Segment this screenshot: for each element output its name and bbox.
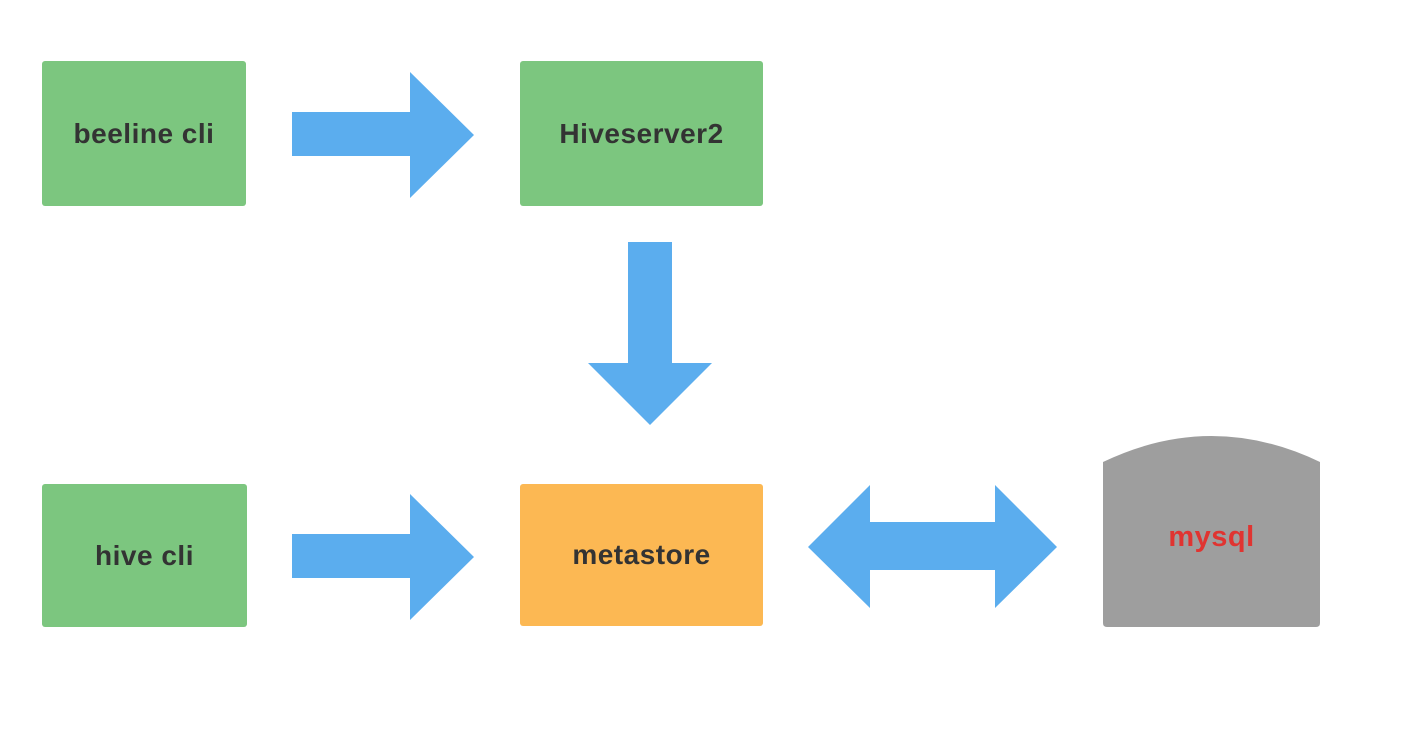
arrow-beeline-to-hiveserver2 <box>292 72 474 198</box>
right-arrow-icon <box>292 494 474 620</box>
down-arrow-icon <box>588 242 712 425</box>
database-shape-icon <box>1103 436 1320 627</box>
node-hiveserver2: Hiveserver2 <box>520 61 763 206</box>
node-beeline-cli-label: beeline cli <box>73 117 215 149</box>
node-hiveserver2-label: Hiveserver2 <box>559 117 724 149</box>
node-hive-cli-label: hive cli <box>95 539 194 571</box>
node-hive-cli: hive cli <box>42 484 247 627</box>
node-metastore-label: metastore <box>572 539 711 570</box>
node-mysql: mysql <box>1103 436 1320 627</box>
arrow-hiveserver2-to-metastore <box>588 242 712 425</box>
node-metastore: metastore <box>520 484 763 626</box>
arrow-metastore-mysql-bidirectional <box>808 485 1057 608</box>
double-arrow-icon <box>808 485 1057 608</box>
node-mysql-label: mysql <box>1168 521 1255 553</box>
arrow-hivecli-to-metastore <box>292 494 474 620</box>
right-arrow-icon <box>292 72 474 198</box>
node-beeline-cli: beeline cli <box>42 61 246 206</box>
